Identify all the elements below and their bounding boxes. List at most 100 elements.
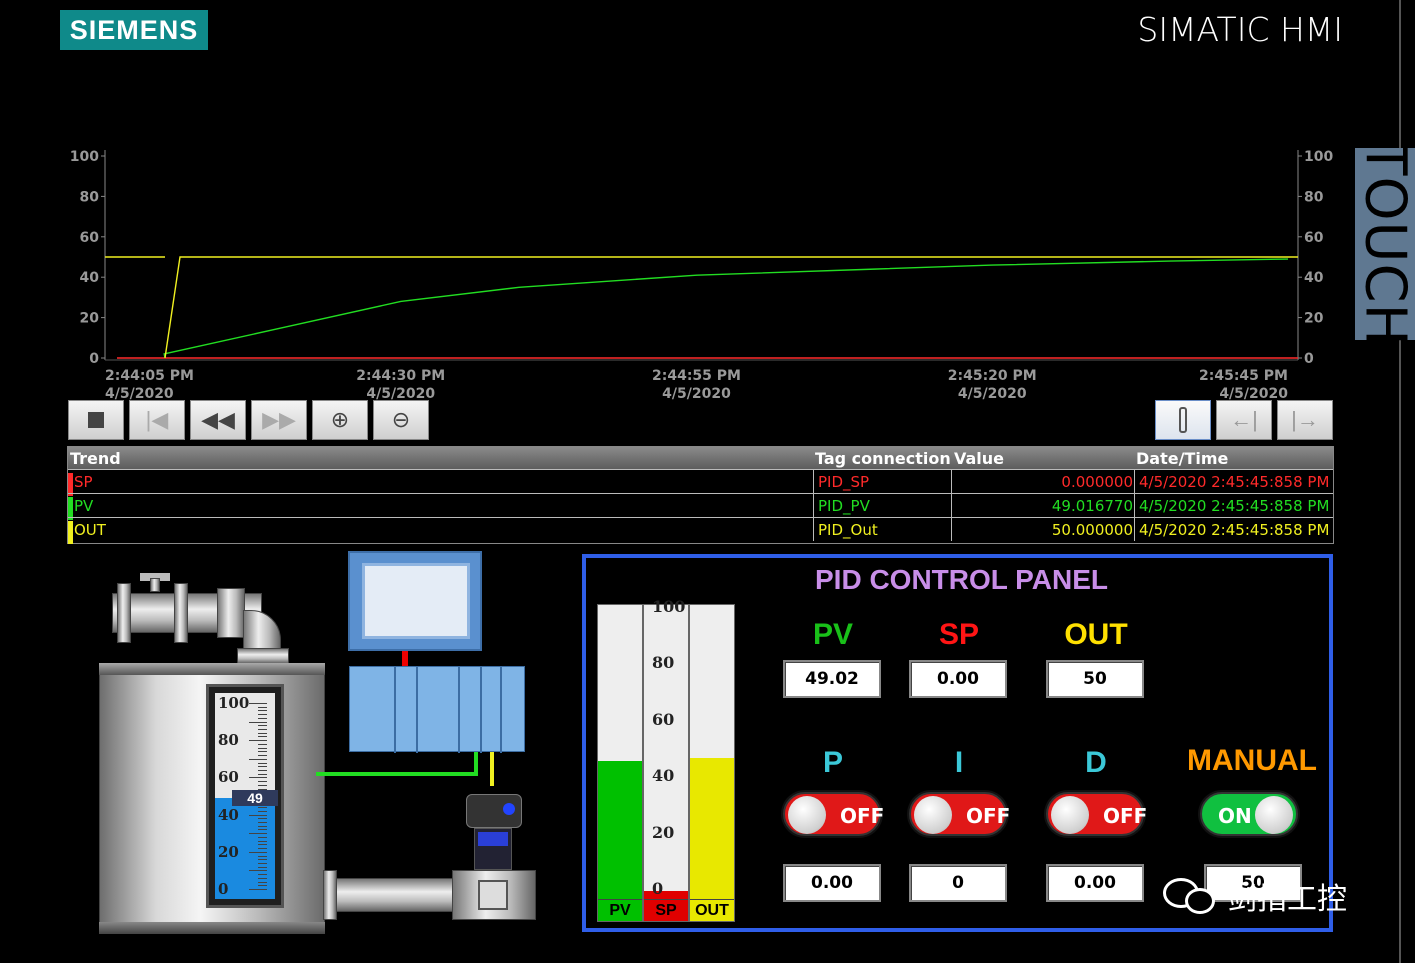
gauge-tick (258, 736, 267, 738)
gauge-tick (258, 706, 267, 708)
p-label: P (822, 746, 843, 779)
ruler-right-button[interactable]: |→ (1277, 400, 1333, 440)
manual-toggle[interactable]: ON (1200, 792, 1298, 836)
gauge-tick (258, 766, 267, 768)
p-gain-input[interactable]: 0.00 (783, 864, 881, 902)
level-readout: 49 (232, 789, 278, 806)
gauge-tick (258, 859, 267, 861)
zoom-in-icon: ⊕ (330, 407, 350, 432)
d-toggle[interactable]: OFF (1046, 792, 1147, 836)
y-tick-label-left: 40 (80, 270, 100, 286)
stop-button[interactable] (68, 400, 124, 440)
x-tick-date: 4/5/2020 (1219, 386, 1288, 402)
bar-pv-label: PV (598, 899, 642, 921)
gauge-tick (249, 758, 267, 760)
x-tick-date: 4/5/2020 (366, 386, 435, 402)
gauge-tick (258, 725, 267, 727)
i-toggle-state: OFF (966, 804, 1011, 828)
gauge-tick (258, 825, 267, 827)
valve-handle[interactable] (140, 573, 170, 581)
gauge-tick (258, 885, 267, 887)
bar-sp-fill (644, 891, 688, 899)
gauge-tick (258, 755, 267, 757)
gauge-tick (258, 810, 267, 812)
bar-out: OUT (689, 604, 735, 922)
gauge-scale-label: 0 (218, 880, 229, 898)
gauge-tick (258, 822, 267, 824)
manual-output-input[interactable]: 50 (1204, 864, 1302, 902)
gauge-tick (258, 844, 267, 846)
y-tick-label-left: 100 (70, 149, 99, 165)
x-tick-date: 4/5/2020 (958, 386, 1027, 402)
ruler-right-icon: |→ (1291, 407, 1319, 432)
gauge-tick (258, 881, 267, 883)
inlet-flange-1 (117, 583, 131, 643)
gauge-tick (258, 732, 267, 734)
gauge-tick (258, 751, 267, 753)
i-time-input[interactable]: 0 (909, 864, 1007, 902)
goto-start-button[interactable]: |◀ (129, 400, 185, 440)
header-trend: Trend (70, 449, 121, 468)
legend-datetime: 4/5/2020 2:45:45:858 PM (1139, 521, 1330, 539)
x-tick-time: 2:44:30 PM (356, 368, 445, 384)
ruler-button[interactable] (1155, 400, 1211, 440)
tank-base (99, 922, 325, 934)
bar-scale-label: 0 (652, 879, 664, 898)
hmi-screen (362, 563, 470, 639)
sp-value-input[interactable]: 0.00 (909, 660, 1007, 698)
ruler-left-button[interactable]: ←| (1216, 400, 1272, 440)
legend-tag: PID_Out (818, 521, 878, 539)
p-toggle[interactable]: OFF (783, 792, 884, 836)
gauge-scale-label: 80 (218, 731, 239, 750)
y-tick-label-left: 20 (80, 311, 100, 327)
legend-trend-name: OUT (68, 521, 813, 544)
y-tick-label-left: 0 (89, 351, 99, 367)
tank-cap (99, 663, 325, 675)
out-label: OUT (1064, 618, 1128, 651)
gauge-tick (258, 714, 267, 716)
inlet-flange-2 (174, 583, 188, 643)
i-toggle[interactable]: OFF (909, 792, 1011, 836)
zoom-out-icon: ⊖ (391, 407, 411, 432)
d-time-input[interactable]: 0.00 (1046, 864, 1144, 902)
gauge-tick (249, 889, 267, 890)
trend-lines (105, 256, 1298, 359)
x-tick-time: 2:44:55 PM (652, 368, 741, 384)
y-tick-label-right: 40 (1304, 270, 1324, 286)
plc-rack (349, 666, 525, 753)
gauge-tick (258, 788, 267, 790)
zoom-in-button[interactable]: ⊕ (312, 400, 368, 440)
i-toggle-knob (914, 796, 952, 834)
legend-value: 49.016770 (1051, 497, 1133, 515)
pid-panel-title: PID CONTROL PANEL (815, 564, 1108, 595)
gauge-tick (258, 769, 267, 771)
y-tick-label-right: 60 (1304, 230, 1324, 246)
legend-datetime: 4/5/2020 2:45:45:858 PM (1139, 473, 1330, 491)
legend-header: Trend Tag connection Value Date/Time (68, 447, 1333, 469)
gauge-scale-label: 20 (218, 842, 239, 861)
d-toggle-knob (1051, 796, 1089, 834)
out-value-display: 50 (1046, 660, 1144, 698)
gauge-tick (258, 840, 267, 842)
bar-sp-label: SP (644, 899, 688, 921)
gauge-tick (258, 818, 267, 820)
x-ticks: 2:44:05 PM 4/5/2020 2:44:30 PM 4/5/2020 2:44… (105, 368, 1288, 402)
x-tick-time: 2:44:05 PM (105, 368, 194, 384)
bar-scale-label: 80 (652, 653, 675, 673)
x-tick-date: 4/5/2020 (662, 386, 731, 402)
rewind-button[interactable]: ◀◀ (190, 400, 246, 440)
x-tick-time: 2:45:20 PM (948, 368, 1037, 384)
y-tick-label-right: 100 (1304, 149, 1333, 165)
series-pv-line (163, 258, 1289, 359)
gauge-tick (258, 829, 267, 831)
window-border (1399, 0, 1401, 963)
zoom-out-button[interactable]: ⊖ (373, 400, 429, 440)
forward-button[interactable]: ▶▶ (251, 400, 307, 440)
